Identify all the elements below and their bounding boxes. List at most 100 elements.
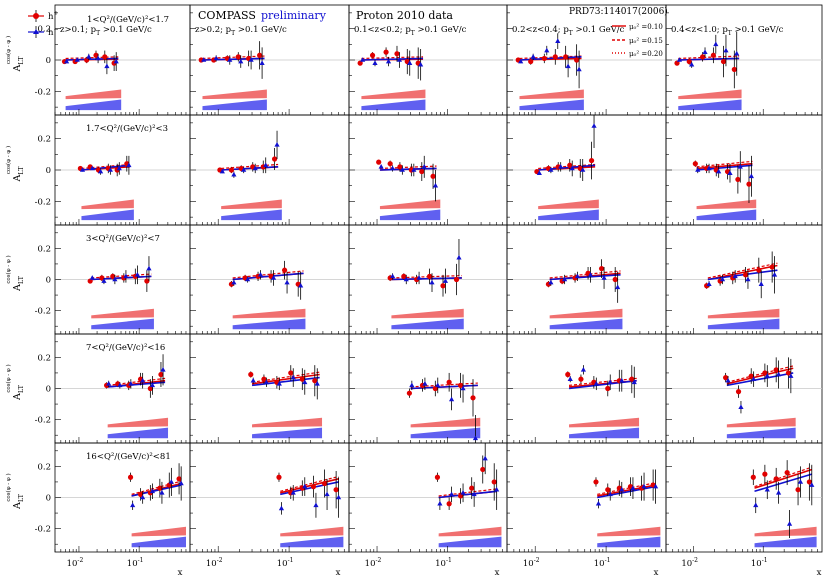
point-hplus (720, 58, 727, 65)
y-axis-label-sup: cos(φ - φ ) (5, 364, 12, 392)
syst-band-hplus (65, 89, 122, 100)
panel-r2-c3 (348, 114, 508, 226)
point-hplus (281, 267, 288, 273)
point-hplus (321, 480, 328, 487)
point-hminus (128, 381, 134, 386)
column-label: 0.4<z<1.0; pT >0.1 GeV/c (671, 25, 784, 37)
column-label-text: >0.1 GeV/c (235, 25, 287, 35)
column-label-text: z>0.1; p (60, 25, 97, 35)
point-hplus (748, 373, 754, 379)
column-label-text: 0.2<z<0.4; p (512, 25, 569, 35)
panel-r5-c5 (665, 442, 823, 553)
point-hplus (458, 493, 464, 499)
column-label-text: >0.1 GeV/c (573, 25, 625, 35)
point-hminus (530, 54, 536, 59)
panel-r5-c4 (506, 442, 667, 553)
x-tick-label-exp: -2 (217, 557, 223, 564)
legend: h+ h− μ₀² =0.10 μ₀² =0.15 μ₀² =0.20 (28, 10, 663, 58)
point-hplus (261, 376, 267, 382)
syst-band-hminus (91, 318, 154, 330)
point-hplus (394, 51, 400, 57)
point-hplus (166, 482, 172, 488)
y-tick-label: 0 (46, 494, 51, 504)
point-hminus (544, 47, 550, 53)
point-hminus (725, 377, 731, 383)
point-hminus (429, 279, 435, 285)
x-tick-label-exp: -2 (376, 557, 382, 564)
theory-curve-hplus-mu015 (81, 163, 130, 170)
point-hminus (64, 58, 70, 64)
point-hminus (403, 276, 409, 282)
point-hplus (84, 57, 90, 63)
theory-curve-hplus-mu015 (707, 262, 778, 279)
panel-r4-c2 (189, 333, 350, 444)
point-hminus (302, 483, 308, 489)
syst-band-hplus (519, 89, 584, 100)
point-hminus (324, 491, 330, 497)
panel-r5-c2 (189, 442, 350, 553)
syst-band-hplus (280, 526, 344, 537)
point-hminus (314, 381, 320, 386)
point-hplus (735, 389, 742, 395)
y-axis-label: ALT (12, 166, 25, 183)
syst-band-hplus (252, 417, 323, 428)
point-hminus (548, 279, 554, 285)
point-hminus (706, 281, 712, 286)
x-tick-label-exp: -1 (288, 557, 294, 564)
syst-band-hminus (519, 99, 584, 111)
y-axis-label: ALT (12, 275, 25, 292)
point-hminus (411, 167, 417, 172)
point-hminus (615, 284, 621, 290)
point-hminus (231, 171, 237, 177)
point-hplus (235, 54, 241, 60)
x-tick-label-base: 10 (594, 559, 605, 569)
point-hplus (784, 469, 790, 476)
point-hminus (245, 276, 251, 282)
legend-hplus-label: h+ (48, 10, 59, 22)
syst-band-hplus (678, 89, 742, 100)
point-hminus (745, 276, 751, 282)
point-hminus (335, 494, 342, 500)
point-hminus (719, 276, 726, 282)
point-hplus (686, 58, 692, 65)
point-hminus (716, 168, 722, 174)
theory-curve-hminus (251, 376, 320, 387)
x-tick-label: 10-2 (67, 557, 84, 569)
y-axis-label-sub: LT (17, 166, 25, 175)
point-hminus (448, 491, 455, 497)
syst-band-hminus (131, 536, 186, 548)
x-axis-label: x (654, 568, 659, 578)
y-axis-label-sup: cos(φ - φ ) (5, 255, 12, 283)
point-hplus (469, 485, 475, 491)
x-axis-label: x (178, 568, 183, 578)
point-hminus (201, 57, 207, 62)
y-axis-label-sub: LT (17, 493, 25, 502)
y-axis-label-sub: LT (17, 56, 25, 65)
point-hplus (434, 474, 441, 480)
column-label-sub: T (96, 30, 100, 37)
point-hplus (491, 479, 497, 485)
point-hminus (107, 167, 113, 172)
syst-band-hplus (754, 526, 817, 537)
point-hminus (448, 396, 455, 402)
point-hminus (241, 167, 247, 172)
point-hminus (123, 273, 129, 279)
x-tick-label: 10-1 (277, 557, 294, 569)
theory-curve-hminus (707, 269, 778, 281)
syst-band-hplus (131, 526, 186, 537)
column-label-sub: T (411, 30, 415, 37)
point-hminus (713, 41, 719, 47)
point-hminus (734, 50, 740, 56)
x-tick-label-exp: -1 (605, 557, 611, 564)
point-hplus (629, 376, 635, 382)
point-hplus (723, 375, 729, 381)
point-hminus (482, 455, 488, 461)
point-hminus (360, 57, 366, 62)
point-hminus (723, 47, 729, 53)
point-hminus (95, 55, 101, 61)
syst-band-hminus (202, 99, 267, 111)
point-hplus (401, 273, 407, 279)
